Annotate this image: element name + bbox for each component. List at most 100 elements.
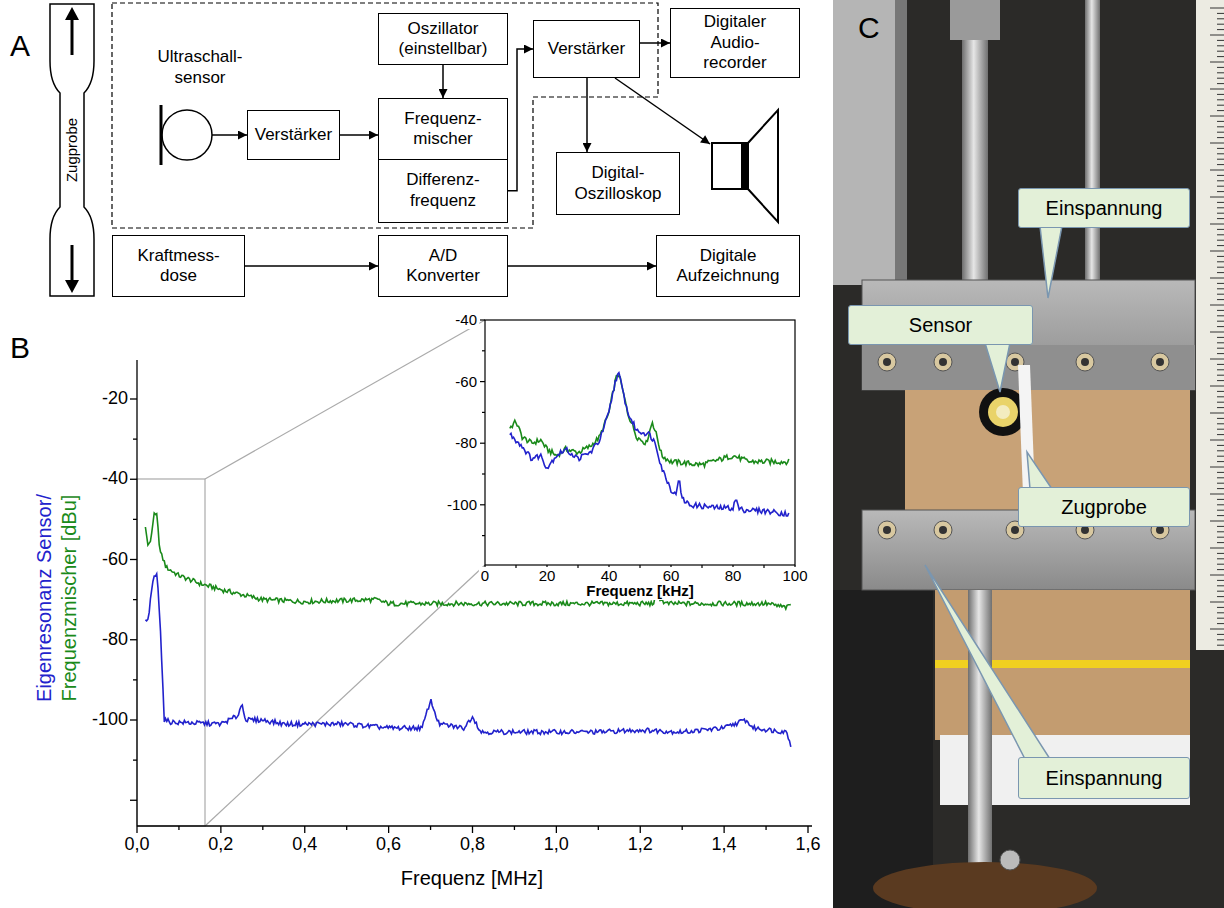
axis-tick <box>130 800 137 801</box>
axis-tick <box>701 565 702 568</box>
ruler-tick <box>1217 110 1224 111</box>
ruler-tick <box>1217 294 1224 295</box>
axis-tick-label: 80 <box>723 567 744 585</box>
ruler-tick <box>1210 332 1224 333</box>
ruler-tick <box>1217 353 1224 354</box>
axis-tick-label: 1,2 <box>628 834 653 856</box>
ruler-tick <box>1210 170 1224 171</box>
process-box: Verstärker <box>247 110 340 160</box>
ruler-tick <box>1217 67 1224 68</box>
axis-tick-label: -80 <box>102 629 128 651</box>
ruler-tick <box>1217 510 1224 511</box>
signal-arrow <box>640 42 670 44</box>
ruler-tick <box>1217 175 1224 176</box>
sensor-curve <box>510 373 789 516</box>
ruler-tick <box>1217 456 1224 457</box>
axis-tick <box>480 381 485 382</box>
box-label: Oszillator (einstellbar) <box>387 19 499 60</box>
ruler-tick <box>1217 272 1224 273</box>
ruler-tick <box>1217 283 1224 284</box>
axis-tick <box>430 826 431 830</box>
sensor-curve <box>145 574 790 747</box>
axis-tick <box>556 826 557 833</box>
ruler-tick <box>1217 18 1224 19</box>
ruler-tick <box>1217 645 1224 646</box>
ruler-tick <box>1217 310 1224 311</box>
ruler-tick <box>1217 78 1224 79</box>
ruler-tick <box>1217 434 1224 435</box>
axis-tick <box>130 639 137 640</box>
ruler-tick <box>1210 467 1224 468</box>
callout-box: Einspannung <box>1018 188 1190 228</box>
force-arrow <box>65 280 79 293</box>
ruler-tick <box>1217 364 1224 365</box>
ruler-tick <box>1217 261 1224 262</box>
ruler-tick <box>1217 558 1224 559</box>
ruler-tick <box>1217 596 1224 597</box>
axis-title: Eigenresonanz Sensor/ <box>32 494 56 702</box>
axis-tick <box>482 535 485 536</box>
force-arrow <box>71 17 74 55</box>
axis-tick <box>682 826 683 830</box>
ruler-tick <box>1217 121 1224 122</box>
ruler-tick <box>1217 207 1224 208</box>
process-box: Digital- Oszilloskop <box>556 152 680 215</box>
signal-arrow <box>212 134 247 136</box>
axis-tick <box>639 565 640 568</box>
ruler-tick <box>1217 326 1224 327</box>
axis-tick-label: 0 <box>479 567 491 585</box>
ruler-tick <box>1210 116 1224 117</box>
axis-tick <box>514 826 515 830</box>
ruler-tick <box>1217 256 1224 257</box>
process-box: Oszillator (einstellbar) <box>378 13 508 65</box>
specimen-outline <box>50 4 94 296</box>
axis-tick <box>482 473 485 474</box>
ruler-tick <box>1217 380 1224 381</box>
ruler-tick <box>1210 305 1224 306</box>
axis-tick <box>133 599 137 600</box>
box-label: Digitaler Audio- recorder <box>691 12 779 73</box>
ruler-tick <box>1217 94 1224 95</box>
signal-arrow <box>245 265 378 267</box>
axis-tick-label: -40 <box>102 468 128 490</box>
ruler-tick <box>1210 413 1224 414</box>
callout-box: Sensor <box>848 305 1033 345</box>
ruler-tick <box>1217 299 1224 300</box>
ruler-tick <box>1210 494 1224 495</box>
box-label: Ultraschall- sensor <box>145 47 255 88</box>
ruler-tick <box>1217 396 1224 397</box>
force-arrow <box>65 7 79 20</box>
axis-tick <box>482 412 485 413</box>
panel-letter: B <box>10 330 30 366</box>
axis-tick-label: -100 <box>445 496 479 514</box>
ruler-tick <box>1210 602 1224 603</box>
ruler-tick <box>1217 267 1224 268</box>
process-box: Frequenz- mischer <box>378 98 508 160</box>
ruler-tick <box>1217 515 1224 516</box>
ruler-tick <box>1217 24 1224 25</box>
ruler-tick <box>1210 197 1224 198</box>
axis-tick <box>515 565 516 568</box>
process-box: Verstärker <box>533 20 640 78</box>
ruler-tick <box>1217 218 1224 219</box>
signal-arrow <box>508 49 533 191</box>
ruler-tick <box>1210 224 1224 225</box>
specimen-shape: Zugprobe <box>48 3 96 297</box>
axis-tick <box>482 350 485 351</box>
ruler-tick <box>1217 105 1224 106</box>
ruler-tick <box>1217 148 1224 149</box>
ruler-tick <box>1217 186 1224 187</box>
ruler-tick <box>1217 13 1224 14</box>
axis-tick-label: 1,6 <box>795 834 820 856</box>
ruler-tick <box>1210 35 1224 36</box>
inset-axes <box>480 320 795 570</box>
process-box: Differenz- frequenz <box>378 159 508 224</box>
sensor-symbol: Ultraschall- sensor <box>160 108 212 162</box>
axis-tick <box>136 826 137 833</box>
ruler-tick <box>1217 537 1224 538</box>
ruler-tick <box>1210 89 1224 90</box>
ruler-tick <box>1217 245 1224 246</box>
axis-title: Frequenz [MHz] <box>401 866 543 890</box>
axis-tick-label: 100 <box>780 567 809 585</box>
axis-title: Frequenzmischer [dBu] <box>57 495 81 702</box>
